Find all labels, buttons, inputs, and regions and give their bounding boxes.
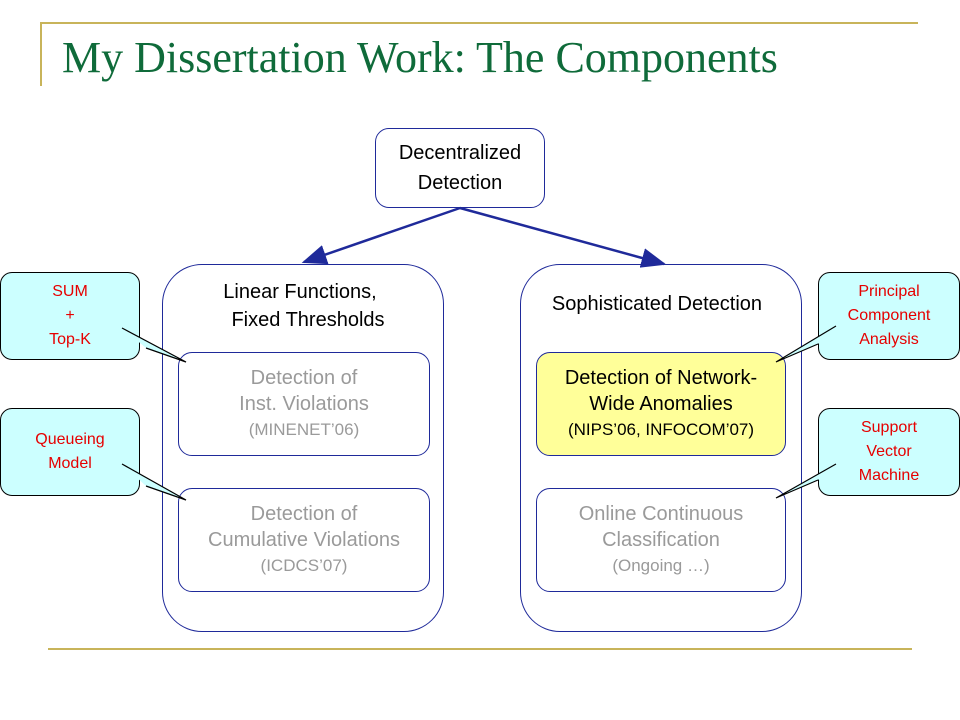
queue-line2: Model (48, 455, 92, 472)
svm-callout: Support Vector Machine (818, 408, 960, 496)
inst-line3: (MINENET’06) (248, 420, 360, 439)
left-column-heading: Linear Functions, Fixed Thresholds (190, 278, 410, 334)
inst-line1: Detection of (250, 367, 358, 389)
svm-line2: Vector (866, 443, 912, 460)
top-rule (40, 22, 918, 24)
root-line1: Decentralized (398, 142, 522, 164)
pca-line3: Analysis (859, 331, 919, 348)
nwa-line1: Detection of Network- (564, 367, 758, 389)
arrow-to-left-column (301, 206, 461, 265)
sum-line2: + (65, 307, 75, 324)
svm-line3: Machine (858, 467, 920, 484)
occ-line2: Classification (602, 529, 720, 551)
right-column-heading: Sophisticated Detection (551, 293, 763, 315)
online-classification-node: Online Continuous Classification (Ongoin… (536, 488, 786, 592)
nwa-line3: (NIPS’06, INFOCOM’07) (567, 420, 755, 439)
pca-callout: Principal Component Analysis (818, 272, 960, 360)
cum-line2: Cumulative Violations (208, 529, 400, 551)
root-node: Decentralized Detection (375, 128, 545, 208)
slide-title: My Dissertation Work: The Components (62, 33, 778, 82)
cum-line1: Detection of (250, 503, 358, 525)
occ-line3: (Ongoing …) (612, 556, 710, 575)
inst-line2: Inst. Violations (239, 393, 369, 415)
queue-line1: Queueing (35, 431, 105, 448)
svm-line1: Support (860, 419, 918, 436)
inst-violations-node: Detection of Inst. Violations (MINENET’0… (178, 352, 430, 456)
sum-topk-callout: SUM + Top-K (0, 272, 140, 360)
left-heading-line2: Fixed Thresholds (231, 309, 385, 331)
left-heading-line1: Linear Functions, (223, 281, 377, 303)
bottom-rule (48, 648, 912, 650)
pca-line2: Component (847, 307, 931, 324)
queueing-model-callout: Queueing Model (0, 408, 140, 496)
network-wide-anomalies-node: Detection of Network- Wide Anomalies (NI… (536, 352, 786, 456)
cumulative-violations-node: Detection of Cumulative Violations (ICDC… (178, 488, 430, 592)
pca-line1: Principal (858, 283, 920, 300)
root-line2: Detection (417, 172, 503, 194)
sum-line1: SUM (52, 283, 88, 300)
left-rule (40, 22, 42, 86)
cum-line3: (ICDCS’07) (260, 556, 348, 575)
occ-line1: Online Continuous (578, 503, 744, 525)
sum-line3: Top-K (49, 331, 91, 348)
nwa-line2: Wide Anomalies (589, 393, 733, 415)
arrow-to-right-column (459, 206, 667, 268)
